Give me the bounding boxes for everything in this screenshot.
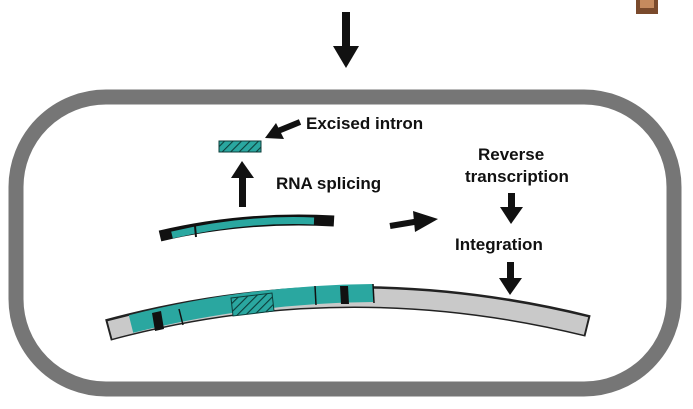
dna-boundary-2 bbox=[314, 285, 317, 306]
rna-splicing-label: RNA splicing bbox=[276, 174, 381, 193]
host-genome-dna bbox=[105, 283, 591, 341]
dna-boundary-3 bbox=[372, 283, 375, 304]
to-reverse-transcription-arrow-icon bbox=[389, 211, 438, 232]
down-arrow-to-dna-icon bbox=[499, 262, 522, 295]
dna-marker-left bbox=[152, 311, 164, 331]
reverse-label-line1: Reverse bbox=[478, 145, 544, 164]
dna-boundary-1 bbox=[178, 308, 184, 326]
incoming-arrow-icon bbox=[333, 12, 359, 68]
rna-transcript bbox=[158, 214, 335, 242]
cell-membrane bbox=[8, 89, 682, 397]
excised-intron-fragment bbox=[218, 140, 262, 153]
reverse-label-line2: transcription bbox=[465, 167, 569, 186]
splicing-up-arrow-icon bbox=[231, 161, 254, 207]
dna-marker-right bbox=[340, 286, 349, 304]
corner-photo bbox=[636, 0, 658, 14]
rna-exon-boundary bbox=[194, 225, 197, 238]
excised-intron-label: Excised intron bbox=[306, 114, 423, 133]
integrated-intron-region bbox=[230, 292, 275, 317]
down-arrow-integration-icon bbox=[500, 193, 523, 224]
arrow-to-intron-icon bbox=[265, 119, 302, 139]
integration-label: Integration bbox=[455, 235, 543, 254]
